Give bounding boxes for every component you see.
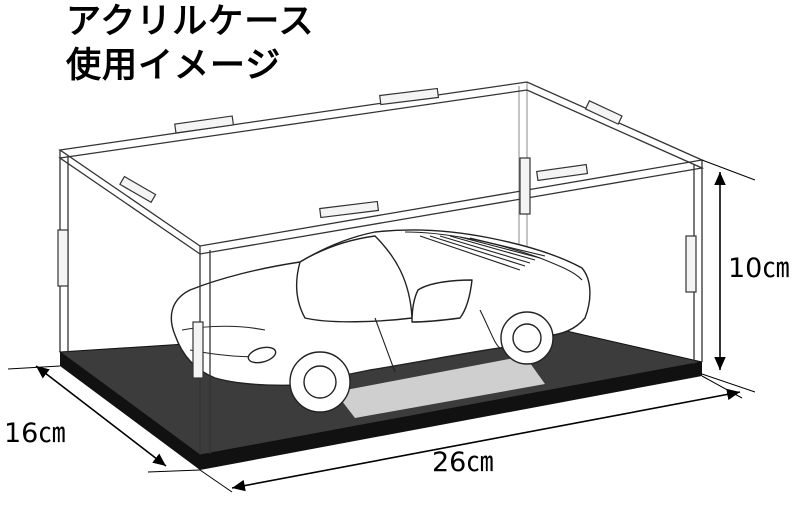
front-wheel-hub <box>303 365 337 399</box>
dimension-width: 26㎝ <box>199 375 743 493</box>
side-clip <box>192 321 204 379</box>
title-line-2: 使用イメージ <box>66 46 281 86</box>
dimension-height: 10㎝ <box>701 159 789 393</box>
side-clip <box>685 235 697 293</box>
car-side-window <box>411 279 473 323</box>
height-label: 10㎝ <box>728 253 789 284</box>
depth-label: 16㎝ <box>4 418 65 449</box>
lid-clip <box>319 200 380 219</box>
lid-clip <box>174 115 235 134</box>
width-dimension-line <box>231 388 741 492</box>
lid-clip <box>584 99 623 125</box>
dimension-depth: 16㎝ <box>4 365 201 473</box>
rear-wheel-hub <box>512 323 542 353</box>
case-top-lid <box>58 81 705 247</box>
car-headlight <box>247 346 277 364</box>
side-clip <box>519 157 531 215</box>
title-line-1: アクリルケース <box>66 2 315 42</box>
side-clip <box>57 229 69 287</box>
depth-dimension-line <box>35 365 167 467</box>
car-model <box>170 229 591 413</box>
lid-clip <box>119 175 157 204</box>
lid-clip <box>379 87 440 106</box>
lid-clip <box>536 163 589 182</box>
width-label: 26㎝ <box>432 447 493 478</box>
